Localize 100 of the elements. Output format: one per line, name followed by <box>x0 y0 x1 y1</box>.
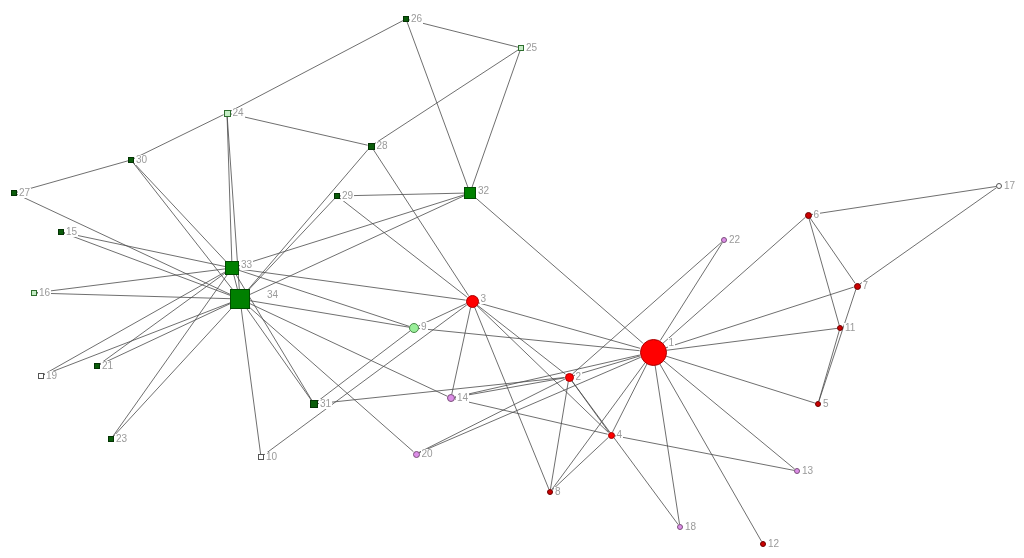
link-line <box>99 303 231 365</box>
node-label: 26 <box>410 14 424 24</box>
node-label: 10 <box>265 452 279 462</box>
node-label: 32 <box>477 186 491 196</box>
link-line <box>248 149 369 290</box>
link-line <box>550 381 569 490</box>
link-line <box>112 274 228 437</box>
node-label: 14 <box>456 393 470 403</box>
link-line <box>614 435 795 471</box>
node-label: 3 <box>479 293 488 304</box>
square-node <box>230 289 250 309</box>
link-line <box>809 217 856 284</box>
link-line <box>133 162 233 290</box>
link-line <box>99 272 226 365</box>
square-node <box>128 157 134 163</box>
link-line <box>233 274 238 290</box>
link-line <box>113 308 232 437</box>
node-label: 13 <box>801 466 815 476</box>
circle-node <box>677 524 683 530</box>
link-line <box>663 360 796 470</box>
link-line <box>36 292 231 300</box>
node-label: 30 <box>135 155 149 165</box>
node-label: 19 <box>45 371 59 381</box>
link-line <box>263 304 468 456</box>
link-line <box>374 49 519 145</box>
node-label: 18 <box>684 522 698 532</box>
link-line <box>317 330 411 402</box>
link-line <box>226 116 240 290</box>
link-line <box>238 269 410 327</box>
node-label: 25 <box>525 43 539 53</box>
node-label: 27 <box>18 188 32 198</box>
link-line <box>63 232 231 296</box>
link-line <box>454 377 565 398</box>
circle-node <box>853 282 861 290</box>
node-label: 29 <box>341 191 355 201</box>
link-line <box>43 302 231 376</box>
link-line <box>551 437 609 491</box>
link-line <box>372 149 469 296</box>
link-line <box>454 398 608 435</box>
link-line <box>454 354 641 398</box>
node-label: 20 <box>420 449 434 459</box>
node-label: 33 <box>240 260 254 270</box>
link-line <box>43 271 226 375</box>
circle-node <box>409 323 419 333</box>
link-line <box>133 114 224 159</box>
circle-node <box>547 489 553 495</box>
link-line <box>572 241 723 375</box>
node-label: 2 <box>574 371 583 382</box>
link-line <box>249 307 414 453</box>
node-label: 9 <box>420 322 428 332</box>
link-line <box>63 232 226 267</box>
link-line <box>475 197 644 344</box>
circle-node <box>412 450 420 458</box>
square-node <box>518 45 524 51</box>
link-line <box>476 304 566 375</box>
link-line <box>811 186 997 215</box>
link-line <box>16 194 231 295</box>
square-node <box>11 190 17 196</box>
link-line <box>859 187 997 285</box>
link-line <box>249 303 448 397</box>
circle-node <box>794 468 800 474</box>
link-line <box>665 355 816 404</box>
link-line <box>666 328 838 351</box>
link-line <box>665 286 855 349</box>
square-node <box>31 290 37 296</box>
link-line <box>16 160 129 193</box>
square-node <box>258 454 264 460</box>
link-line <box>476 305 609 433</box>
link-line <box>418 303 467 327</box>
link-line <box>477 302 641 349</box>
link-line <box>808 218 840 326</box>
node-label: 6 <box>812 210 821 220</box>
square-node <box>223 109 231 117</box>
node-label: 16 <box>38 288 52 298</box>
square-node <box>464 187 476 199</box>
node-label: 12 <box>767 539 781 549</box>
node-label: 15 <box>65 227 79 237</box>
node-label: 11 <box>844 323 857 333</box>
circle-node <box>607 431 615 439</box>
node-label: 8 <box>554 487 562 497</box>
circle-node <box>721 237 727 243</box>
link-line <box>654 364 680 525</box>
node-label: 7 <box>861 281 870 291</box>
square-node <box>367 142 375 150</box>
link-line <box>238 194 465 267</box>
node-label: 21 <box>101 361 115 371</box>
link-line <box>339 192 465 197</box>
link-line <box>317 377 565 404</box>
circle-node <box>815 401 821 407</box>
circle-node <box>447 394 455 402</box>
circle-node <box>804 211 812 219</box>
link-line <box>471 50 521 188</box>
square-node <box>310 400 318 408</box>
link-line <box>659 363 762 542</box>
square-node <box>403 16 409 22</box>
link-line <box>339 197 468 298</box>
link-line <box>662 216 806 344</box>
link-line <box>226 116 233 262</box>
square-node <box>108 436 114 442</box>
link-line <box>249 300 410 328</box>
